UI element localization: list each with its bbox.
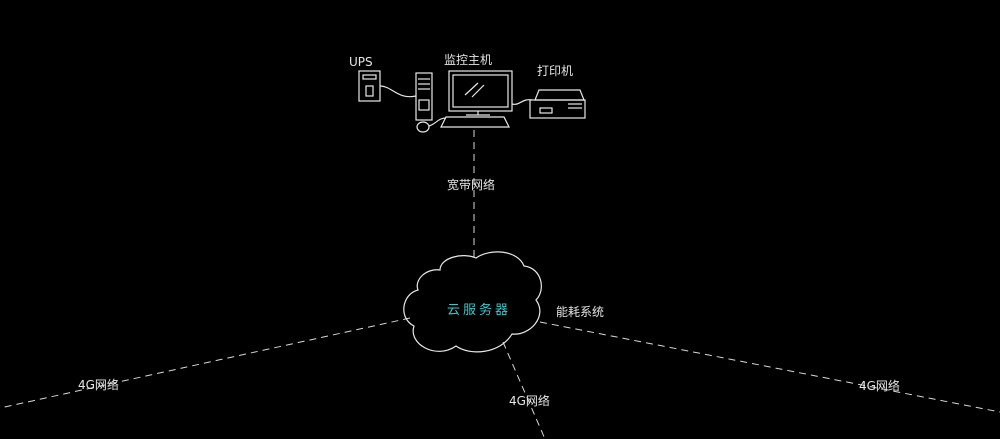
keyboard-icon	[440, 116, 510, 128]
energy-system-label: 能耗系统	[556, 305, 604, 319]
4g-link-bottom	[502, 341, 546, 439]
tower-icon	[415, 72, 433, 121]
printer-label: 打印机	[537, 64, 573, 78]
ups-label: UPS	[349, 55, 373, 69]
ups-icon	[358, 70, 381, 102]
4g-bottom-label: 4G网络	[509, 393, 550, 408]
cloud-icon	[403, 251, 542, 353]
printer-icon	[529, 89, 586, 119]
monitor-icon	[448, 70, 513, 116]
printer-cable	[511, 99, 533, 105]
4g-left-label: 4G网络	[78, 377, 119, 392]
4g-link-right	[539, 321, 1000, 413]
4g-right-label: 4G网络	[859, 378, 900, 393]
4g-link-left	[0, 317, 411, 409]
mouse-icon	[416, 117, 447, 133]
monitor-host-label: 监控主机	[444, 53, 492, 67]
cloud-server-label: 云服务器	[447, 302, 511, 318]
ups-cable	[379, 85, 417, 98]
broadband-label: 宽带网络	[447, 177, 495, 192]
